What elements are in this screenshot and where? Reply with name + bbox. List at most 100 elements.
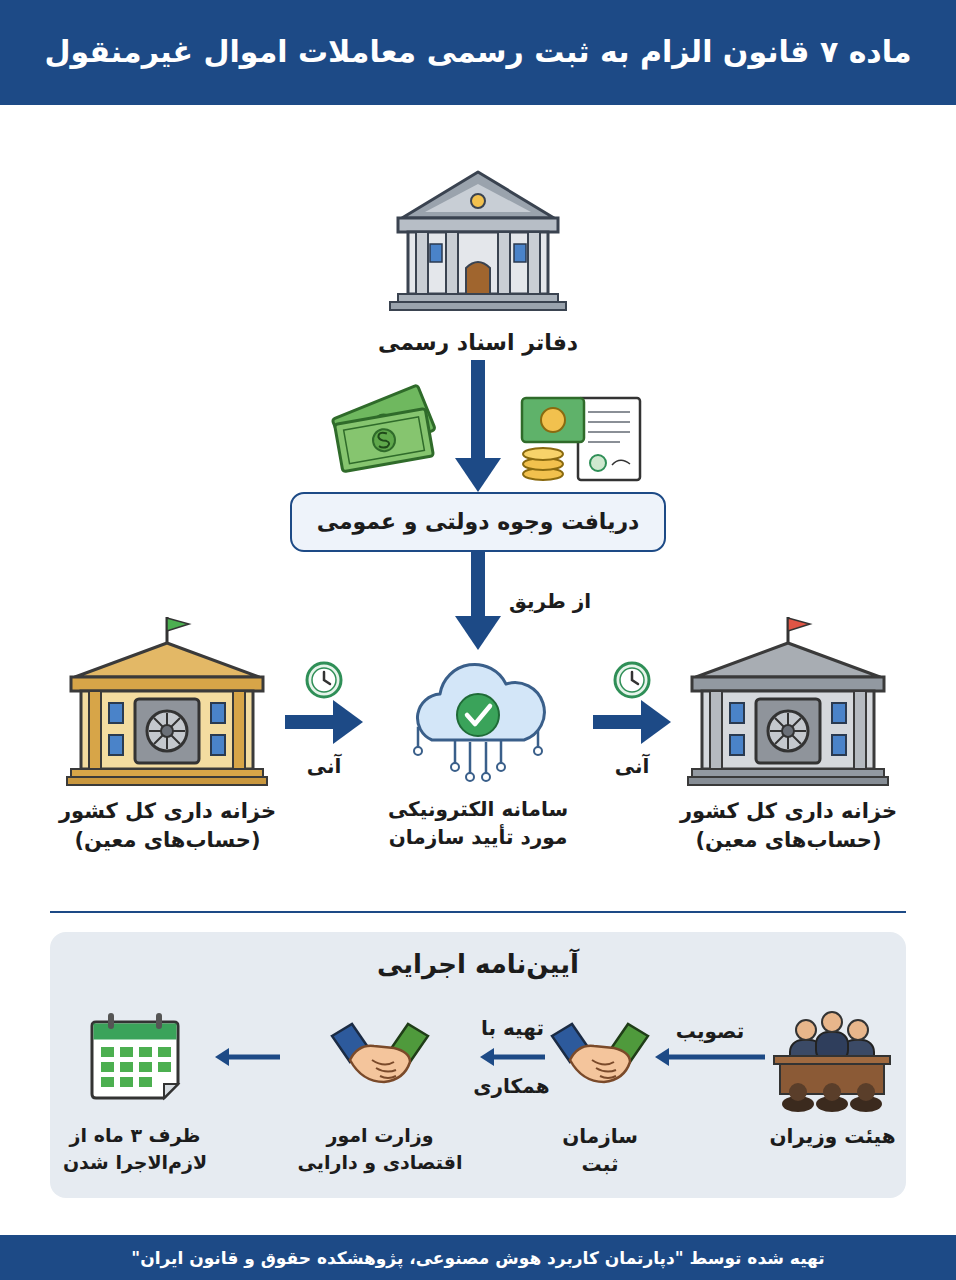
treasury-building-icon [109,703,123,723]
flow-arrow [455,552,501,650]
office-node: دفاتر اسناد رسمی [368,160,588,360]
cloud-system-icon [451,763,459,771]
council-icon [790,1040,822,1068]
treasury-building-icon [71,769,263,777]
treasury-building-icon [782,725,794,737]
treasury-node: خزانه داری کل کشور (حساب‌های معین) [671,615,906,870]
calendar-icon [156,1013,162,1029]
treasury-building-icon [688,617,888,785]
council-icon [774,1056,890,1064]
notary-building-icon [390,302,566,310]
flow-arrow [455,360,501,492]
node-label: ظرف ۳ ماه از لازم‌الاجرا شدن [55,1122,215,1175]
cloud-system-icon [414,747,422,755]
payment-document-icon [588,412,630,442]
page-title: ماده ۷ قانون الزام به ثبت رسمی معاملات ا… [0,0,956,105]
treasury-building-icon [71,677,263,691]
arrow-shaft [593,715,641,729]
calendar-icon [164,1084,178,1098]
payment-document-icon [523,468,563,480]
treasury-building-icon [692,769,884,777]
treasury-building-icon [768,711,808,751]
node-label: آیین‌نامه اجرایی [50,946,906,982]
treasury-building-icon [211,703,225,723]
arrow-shaft [471,552,485,616]
flow-arrow [655,1048,765,1066]
flow-arrow [215,1048,280,1066]
treasury-building-icon [832,703,846,723]
node-label: دفاتر اسناد رسمی [368,328,588,359]
calendar-icon [158,1062,171,1072]
process-box: دریافت وجوه دولتی و عمومی [290,492,666,552]
arrow-head [333,700,363,744]
notary-building-icon [514,244,526,262]
council-icon [857,1083,875,1101]
arrow-shaft [229,1055,280,1060]
regulation-panel: آیین‌نامه اجرایی هیئت وزیران سازمان ثبت وزا… [50,932,906,1198]
arrow-shaft [285,715,333,729]
treasury-building-icon [167,618,189,631]
council-icon [816,1032,848,1062]
cloud-system-icon [534,747,542,755]
treasury-building-icon [89,691,101,769]
council-icon [823,1083,841,1101]
node-label: وزارت امور اقتصادی و دارایی [280,1122,480,1175]
payment-document-icon [522,398,640,480]
cloud-system-icon [467,706,490,724]
cash-icon [371,411,397,437]
node-label: دریافت وجوه دولتی و عمومی [313,507,644,538]
calendar-icon [101,1077,114,1087]
arrow-shaft [669,1055,765,1060]
flow-arrow [593,700,671,744]
arrow-head [655,1048,669,1066]
cash-icon [371,427,396,452]
treasury-building-icon [710,691,722,769]
node-label: خزانه داری کل کشور (حساب‌های معین) [671,797,906,856]
calendar-icon [158,1047,171,1057]
calendar-icon [120,1077,133,1087]
deadline-node: ظرف ۳ ماه از لازم‌الاجرا شدن [55,1010,215,1175]
actor-node: هیئت وزیران [765,1010,900,1175]
calendar-icon [101,1047,114,1057]
notary-building-icon [466,262,490,294]
system-node: سامانه الکترونیکی مورد تأیید سازمان [363,650,593,870]
council-icon [796,1020,816,1040]
payment-document-icon [590,455,606,471]
calendar-icon [120,1047,133,1057]
treasury-node: خزانه داری کل کشور (حساب‌های معین) [50,615,285,870]
calendar-icon [139,1077,152,1087]
payment-document-icon [612,460,630,465]
notary-building-icon [430,244,442,262]
notary-building-icon [402,172,554,218]
cash-icon [332,385,435,472]
treasury-building-icon [730,735,744,755]
divider-line [50,911,906,913]
treasury-building-icon [696,643,880,677]
node-label: سازمان ثبت [545,1122,655,1178]
council-icon [850,1096,882,1112]
treasury-building-icon [854,691,866,769]
council-icon [780,1064,884,1094]
cloud-system-icon [417,664,544,740]
notary-building-icon [416,232,428,294]
treasury-building-icon [75,643,259,677]
calendar-icon [139,1047,152,1057]
cash-icon [335,409,434,472]
treasury-building-icon [166,617,169,645]
treasury-building-icon [702,691,874,769]
calendar-icon [101,1062,114,1072]
treasury-building-icon [770,713,806,749]
clock-icon [307,663,341,697]
treasury-building-icon [692,677,884,691]
calendar-icon [94,1024,177,1040]
calendar-icon [92,1013,178,1098]
arrow-shaft [494,1055,545,1060]
notary-building-icon [390,172,566,310]
notary-building-icon [498,232,510,294]
arrow-shaft [471,360,485,458]
handshake-icon [552,1024,648,1082]
actor-node: سازمان ثبت [545,1010,655,1175]
notary-building-icon [398,218,558,232]
arrow-head [641,700,671,744]
